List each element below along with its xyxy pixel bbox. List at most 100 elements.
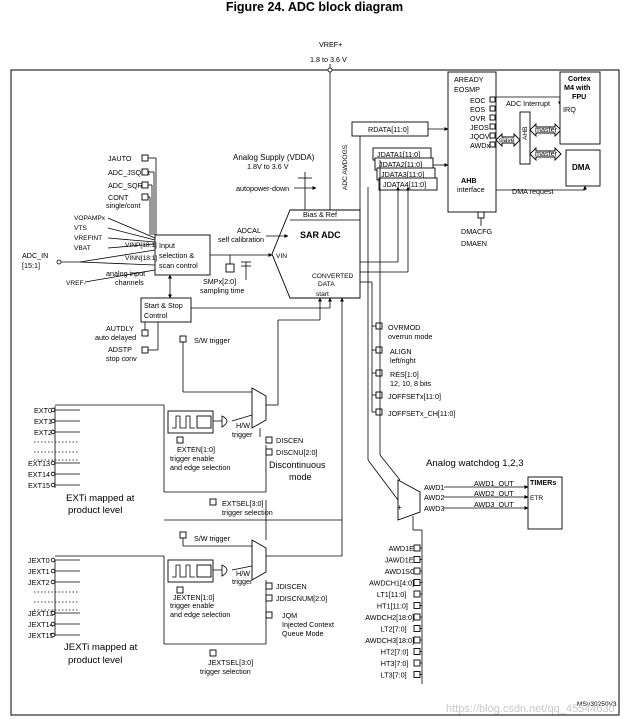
jdata-label: JDATA1[11:0] — [377, 150, 420, 159]
jexten-sub2: and edge selection — [170, 610, 230, 619]
ahb-if-l1: AHB — [461, 176, 477, 185]
autdly-label: AUTDLY — [106, 324, 134, 333]
converted-label-1: CONVERTED — [312, 273, 354, 280]
trigger-input-label: EXT14 — [28, 470, 50, 479]
supply-range: 1.8V to 3.6 V — [247, 162, 289, 171]
cortex-block — [559, 71, 601, 145]
joffset-label: JOFFSETx[11:0] — [388, 392, 441, 401]
awd-label: AWD1 — [424, 483, 445, 492]
flag-label: EOS — [470, 105, 485, 114]
disc-mode-l2: mode — [289, 472, 312, 482]
start-stop-l1: Start & Stop — [144, 301, 183, 310]
awd-config-bit-label: LT1[11:0] — [377, 590, 406, 599]
adcal-label: ADCAL — [237, 226, 261, 235]
autdly-sub: auto delayed — [95, 333, 136, 342]
input-sel-l2: selection & — [159, 251, 194, 260]
adstp-sub: stop conv — [106, 354, 137, 363]
left-input-label: VBAT — [74, 245, 91, 252]
vref-label: VREF+ — [319, 40, 342, 49]
awd-config-bit-label: LT3[7:0] — [381, 671, 407, 680]
control-bit-label: ADC_JSQRx — [108, 168, 150, 177]
ahb-bus-bar — [519, 111, 531, 165]
smp-sub: sampling time — [200, 286, 244, 295]
adc-interrupt-label: ADC Interrupt — [506, 99, 550, 108]
trigger-input-label: EXT13 — [28, 459, 50, 468]
start-stop-block — [140, 297, 192, 323]
left-input-label: VTS — [74, 225, 87, 232]
awd-config-bit-label: HT3[7:0] — [381, 659, 409, 668]
exti-mapped-l2: product level — [68, 505, 122, 516]
flag-label: EOC — [470, 96, 486, 105]
trigger-input-label: JEXT15 — [28, 631, 54, 640]
jsw-trigger-label: S/W trigger — [194, 534, 231, 543]
input-sel-l3: scan control — [159, 261, 198, 270]
adstp-label: ADSTP — [108, 345, 132, 354]
awd-out-label: AWD1_OUT — [474, 479, 514, 488]
sar-adc-block — [271, 209, 361, 299]
dmaen-label: DMAEN — [461, 239, 487, 248]
jdiscnum-label: JDISCNUM[2:0] — [276, 594, 327, 603]
left-input-label: VREFINT — [74, 235, 102, 242]
awd-out-label: AWD2_OUT — [474, 489, 514, 498]
awd-config-bit-label: AWDCH1[4:0] — [369, 579, 414, 588]
autopower-label: autopower-down — [236, 184, 289, 193]
slave-label: slave — [499, 137, 515, 144]
jtrigger-mux — [251, 539, 267, 581]
start-label: start — [316, 291, 329, 298]
awd-config-bit-label: AWDCH2[18:0] — [365, 613, 414, 622]
awd-config-bit-label: AWDCH3[18:0] — [365, 636, 414, 645]
supply-label: Analog Supply (VDDA) — [233, 153, 315, 162]
cortex-l1: Cortex — [568, 74, 591, 83]
adc-in-range: [15:1] — [22, 261, 40, 270]
trigger-input-label: EXT0 — [34, 406, 52, 415]
extsel-label: EXTSEL[3:0] — [222, 499, 264, 508]
flag-label: AWDx — [470, 141, 491, 150]
vref-minus-label: VREF- — [66, 280, 86, 287]
cortex-l3: FPU — [572, 92, 586, 101]
trigger-input-label: JEXT13 — [28, 609, 54, 618]
hw-trigger-l1: H/W — [236, 421, 250, 430]
hw-trigger-l2: trigger — [232, 430, 253, 439]
trigger-input-label: JEXT14 — [28, 620, 54, 629]
jdata-label: JDATA4[11:0] — [383, 180, 426, 189]
ovrmod-label: OVRMOD — [388, 323, 420, 332]
jdiscen-label: JDISCEN — [276, 582, 307, 591]
jdata-label: JDATA2[11:0] — [379, 160, 422, 169]
vref-range: 1.8 to 3.6 V — [310, 55, 347, 64]
svg-text:+: + — [397, 503, 402, 512]
jexten-label: JEXTEN[1:0] — [173, 593, 215, 602]
joffset-ch-label: JOFFSETx_CH[11:0] — [388, 409, 455, 418]
flag-label: JEOS — [470, 123, 489, 132]
trigger-input-label: EXT15 — [28, 481, 50, 490]
flag-label: JQOVF — [470, 132, 495, 141]
discnu-label: DISCNU[2:0] — [276, 448, 318, 457]
awd-config-bit-label: HT1[11:0] — [377, 602, 408, 611]
awd-label: AWD3 — [424, 504, 445, 513]
irq-label: IRQ — [563, 105, 576, 114]
jexti-mapped-l1: JEXTi mapped at — [64, 642, 138, 653]
trigger-mux — [251, 387, 267, 429]
awd-config-bit-label: LT2[7:0] — [381, 625, 407, 634]
figure-title: Figure 24. ADC block diagram — [225, 0, 404, 14]
dmacfg-label: DMACFG — [461, 227, 493, 236]
awd-config-bit-label: AWD1EN — [389, 544, 419, 553]
rdata-label: RDATA[11:0] — [368, 125, 409, 134]
jqm-sub2: Queue Mode — [282, 629, 324, 638]
exti-mapped-l1: EXTi mapped at — [66, 493, 135, 504]
cortex-l2: M4 with — [564, 83, 590, 92]
ovrmod-sub: overrun mode — [388, 332, 432, 341]
align-sub: left/right — [390, 356, 416, 365]
align-label: ALIGN — [390, 347, 412, 356]
dma-request-label: DMA request — [512, 187, 554, 196]
ahb-interface-block — [447, 71, 497, 213]
exten-sub1: trigger enable — [170, 454, 214, 463]
timers-block — [527, 476, 563, 530]
ahb-if-l2: interface — [457, 185, 485, 194]
jqm-label: JQM — [282, 611, 297, 620]
flag-label: AREADY — [454, 75, 484, 84]
